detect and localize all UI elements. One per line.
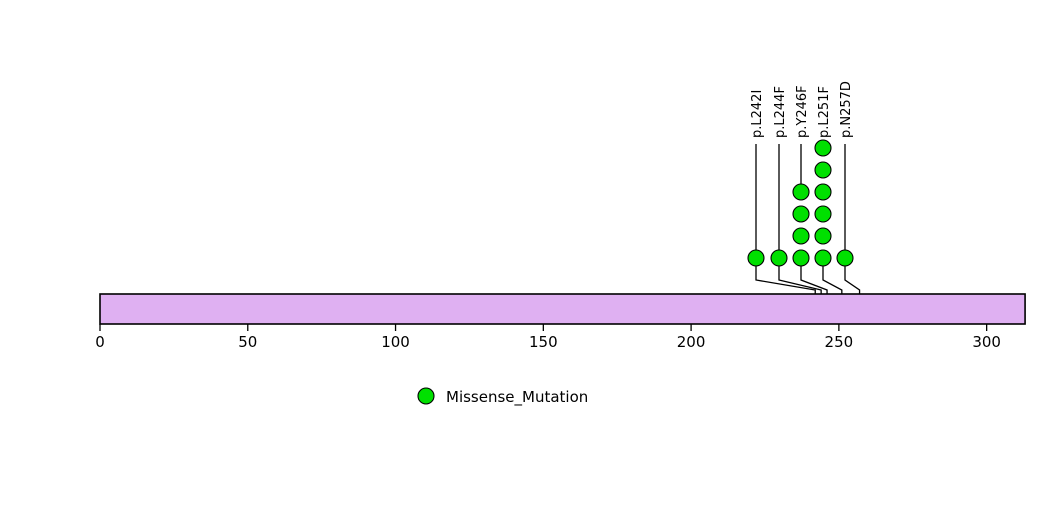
legend: Missense_Mutation <box>417 387 588 407</box>
axis-tick-label-100: 100 <box>381 333 410 351</box>
mutation-dot-p.L251F-5[interactable] <box>814 161 832 179</box>
mutation-dot-p.Y246F-1[interactable] <box>792 249 810 267</box>
mutation-labels: p.L242I p.L244F p.Y246F p.L251F p.N257D <box>750 81 854 138</box>
axis-tick-label-150: 150 <box>529 333 558 351</box>
protein-domain-bar <box>99 293 1026 325</box>
legend-marker-missense-mutation <box>417 387 435 405</box>
mutation-dot-p.N257D-1[interactable] <box>836 249 854 267</box>
mutation-dot-p.L251F-6[interactable] <box>814 139 832 157</box>
mutation-dot-p.Y246F-4[interactable] <box>792 183 810 201</box>
legend-label-missense-mutation: Missense_Mutation <box>446 388 588 407</box>
mutation-dot-p.L242I-1[interactable] <box>747 249 765 267</box>
axis-tick-label-0: 0 <box>95 333 105 351</box>
axis-tick-label-300: 300 <box>972 333 1001 351</box>
x-axis: 0 50 100 150 200 250 300 <box>95 324 1001 351</box>
mutation-dot-p.Y246F-3[interactable] <box>792 205 810 223</box>
mutation-stems-and-dots <box>747 139 861 324</box>
mutation-dot-p.Y246F-2[interactable] <box>792 227 810 245</box>
mutation-label-p.N257D: p.N257D <box>839 81 854 138</box>
mutation-dot-p.L244F-1[interactable] <box>770 249 788 267</box>
mutation-label-p.Y246F: p.Y246F <box>795 85 810 138</box>
mutation-label-p.L242I: p.L242I <box>750 90 765 138</box>
axis-tick-label-50: 50 <box>238 333 257 351</box>
mutation-label-p.L251F: p.L251F <box>817 86 832 138</box>
mutation-dot-p.L251F-4[interactable] <box>814 183 832 201</box>
mutation-dot-p.L251F-1[interactable] <box>814 249 832 267</box>
mutation-dot-p.L251F-2[interactable] <box>814 227 832 245</box>
axis-tick-label-250: 250 <box>825 333 854 351</box>
mutation-label-p.L244F: p.L244F <box>773 86 788 138</box>
axis-tick-label-200: 200 <box>677 333 706 351</box>
protein-bar-rect <box>99 293 1026 325</box>
mutation-dot-p.L251F-3[interactable] <box>814 205 832 223</box>
